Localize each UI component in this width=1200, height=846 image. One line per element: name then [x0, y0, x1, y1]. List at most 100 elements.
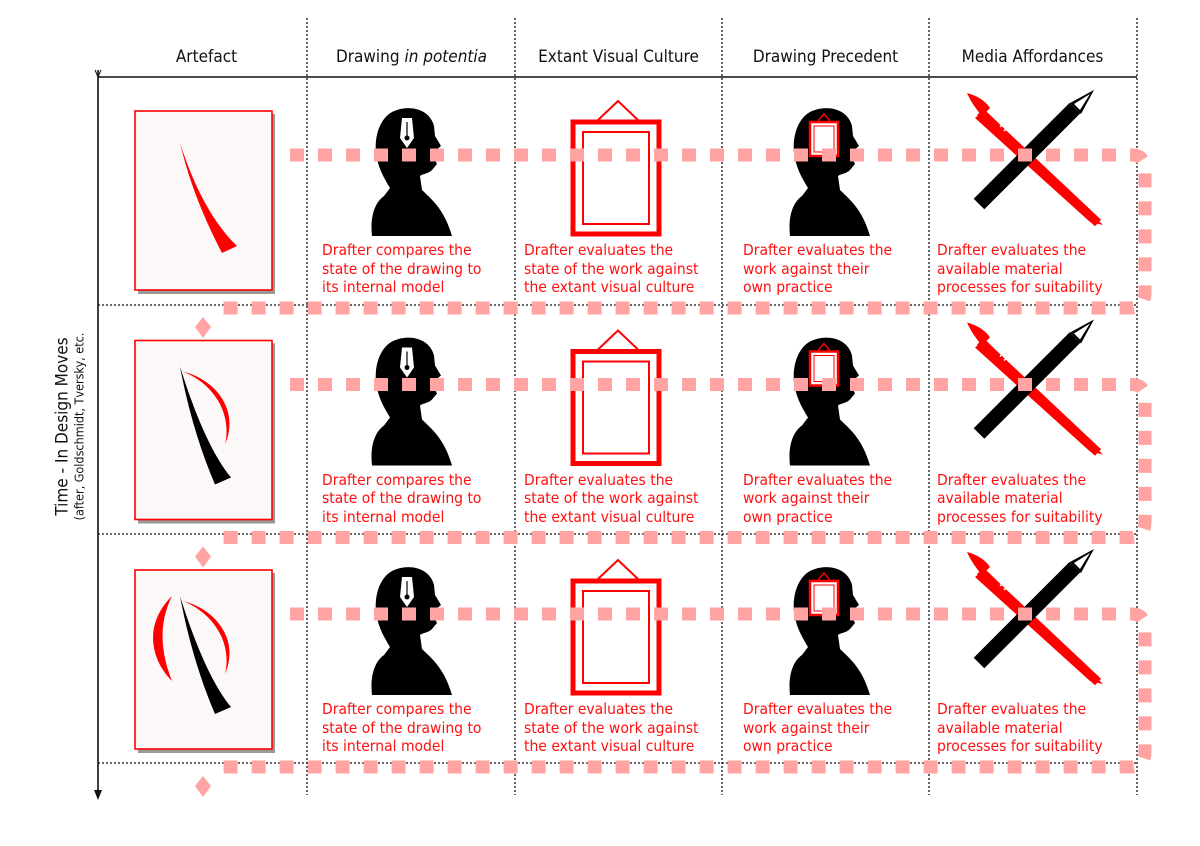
flow-arrow-path: [210, 148, 1152, 315]
picture-frame-icon: [570, 329, 662, 466]
red-crescent-mark: [183, 601, 230, 674]
drafter-head-icon: [371, 567, 452, 695]
axis-subtitle: (after, Goldschmidt, Tversky, etc.: [71, 332, 87, 521]
caption-line: state of the work against: [524, 718, 699, 737]
caption-line: Drafter evaluates the: [743, 700, 893, 718]
frame-hanger: [597, 99, 639, 121]
frame-inner: [582, 131, 650, 225]
caption-line: state of the work against: [524, 259, 699, 278]
nib-hole: [404, 594, 410, 600]
brush-band: [999, 579, 1007, 587]
brush-band: [1003, 583, 1011, 591]
flow-arrow-path: [210, 378, 1152, 544]
red-left-crescent-mark: [153, 596, 172, 681]
media-tools-icon: [967, 549, 1103, 686]
pencil-wood: [1074, 323, 1090, 340]
caption-line: Drafter evaluates the: [524, 241, 674, 259]
pencil-wood: [1074, 94, 1090, 110]
caption-line: state of the drawing to: [322, 489, 482, 507]
caption-line: state of the work against: [524, 489, 699, 507]
frame-outer: [570, 578, 662, 696]
time-axis-label: Time - In Design Moves (after, Goldschmi…: [53, 262, 87, 592]
caption-line: its internal model: [322, 278, 445, 296]
flow-down-arrow-icon: [195, 317, 211, 338]
header-italic-text: in potentia: [404, 47, 488, 67]
frame-outer: [570, 119, 662, 237]
frame-hanger: [597, 329, 639, 351]
caption-line: its internal model: [322, 737, 445, 755]
brush-band: [1003, 124, 1011, 132]
red-crescent-mark: [183, 371, 230, 445]
caption-line: Drafter compares the: [322, 700, 472, 718]
stage-row-2: [134, 319, 1152, 568]
column-header-media-affordances: Media Affordances: [961, 47, 1104, 67]
caption-line: state of the drawing to: [322, 718, 482, 737]
caption-line: available material: [937, 718, 1063, 737]
head-silhouette: [371, 567, 452, 695]
nib-hole: [404, 135, 410, 141]
flow-down-arrow-icon: [195, 776, 211, 797]
caption-line: Drafter compares the: [322, 241, 472, 259]
frame-outer: [570, 349, 662, 466]
caption-line: Drafter evaluates the: [937, 700, 1087, 718]
caption-line: processes for suitability: [937, 737, 1103, 755]
column-header-extant-visual-culture: Extant Visual Culture: [538, 47, 699, 67]
frame-inner: [582, 590, 650, 684]
mini-frame-hanger: [817, 112, 831, 122]
axis-top-tick: [94, 69, 102, 79]
black-stroke-mark: [180, 366, 231, 485]
mini-frame-hanger: [817, 342, 831, 351]
caption-line: processes for suitability: [937, 507, 1103, 526]
caption-line: available material: [937, 259, 1063, 278]
caption-line: Drafter evaluates the: [524, 470, 674, 489]
mini-frame-hanger: [817, 571, 831, 581]
nib-hole: [404, 365, 410, 370]
caption-line: the extant visual culture: [524, 278, 695, 296]
caption-line: Drafter compares the: [322, 470, 472, 489]
frame-hanger: [597, 558, 639, 580]
caption-line: available material: [937, 489, 1063, 507]
head-silhouette: [371, 108, 452, 236]
caption-line: state of the drawing to: [322, 259, 482, 278]
paintbrush-body: [976, 338, 1102, 456]
drafter-precedent-head-icon: [789, 108, 870, 236]
paintbrush-body: [976, 567, 1102, 686]
caption-line: Drafter evaluates the: [743, 470, 893, 489]
drafter-head-icon: [371, 337, 452, 466]
pencil-wood: [1074, 553, 1090, 569]
time-axis-arrow-icon: [94, 790, 102, 800]
column-header-drawing-precedent: Drawing Precedent: [752, 47, 899, 67]
artefact-sheet: [134, 339, 273, 521]
header-text: Drawing: [335, 47, 405, 67]
head-silhouette: [371, 337, 452, 466]
paintbrush-body: [976, 108, 1102, 227]
caption-line: Drafter evaluates the: [743, 241, 893, 259]
flow-arrow-path: [210, 607, 1152, 774]
drafter-precedent-head-icon: [789, 337, 870, 466]
caption-line: own practice: [743, 507, 833, 526]
caption-line: Drafter evaluates the: [937, 470, 1087, 489]
caption-line: the extant visual culture: [524, 737, 695, 755]
caption-line: Drafter evaluates the: [937, 241, 1087, 259]
column-header-artefact: Artefact: [175, 47, 238, 67]
caption-line: the extant visual culture: [524, 507, 695, 526]
stage-row-3: [134, 549, 1152, 797]
flow-down-arrow-icon: [195, 546, 211, 568]
caption-line: own practice: [743, 737, 833, 755]
brush-band: [999, 349, 1007, 358]
drafter-precedent-head-icon: [789, 567, 870, 695]
caption-line: work against their: [743, 259, 870, 278]
